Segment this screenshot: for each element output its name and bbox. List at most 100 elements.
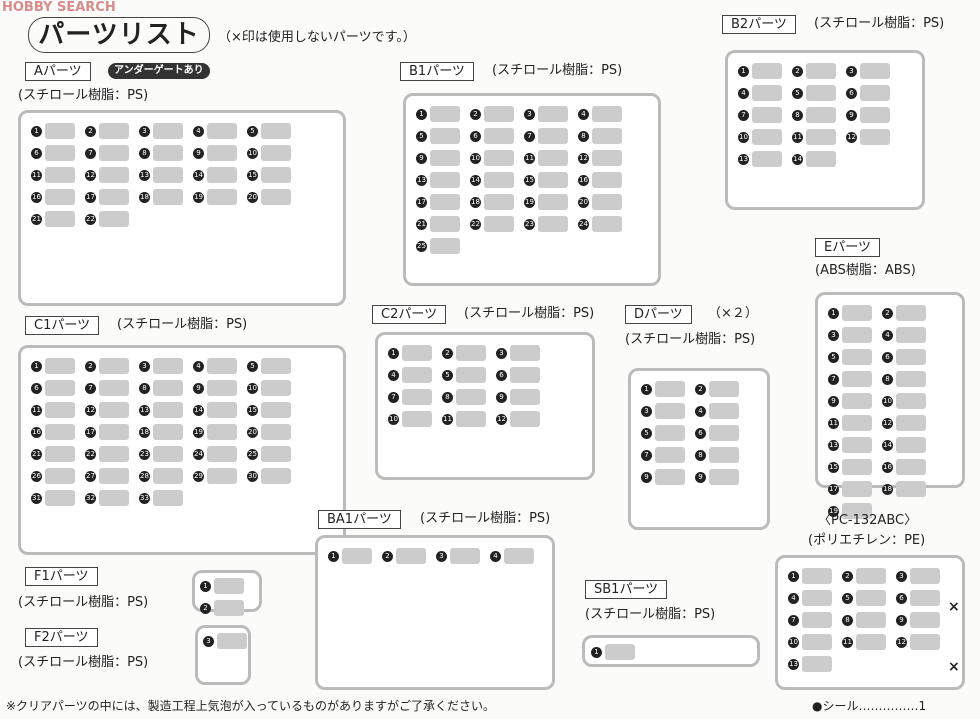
seal-count: ●シール……………1 (812, 699, 927, 713)
part-item: 7 (641, 447, 685, 463)
part-item: 8 (842, 612, 886, 628)
part-shape (402, 367, 432, 383)
part-shape (842, 349, 872, 365)
part-shape (153, 167, 183, 183)
part-number: 11 (828, 417, 839, 429)
part-number: 24 (193, 448, 204, 460)
part-shape (896, 349, 926, 365)
part-shape (99, 424, 129, 440)
part-item: 7 (388, 389, 432, 405)
part-number: 17 (85, 426, 96, 438)
part-shape (752, 151, 782, 167)
section-b2-material: (スチロール樹脂：PS) (814, 16, 945, 31)
section-b1-material: (スチロール樹脂：PS) (492, 63, 623, 78)
part-shape (430, 128, 460, 144)
part-number: 31 (31, 492, 42, 504)
part-shape (45, 380, 75, 396)
part-number: 13 (416, 174, 427, 186)
part-number: 25 (247, 448, 258, 460)
part-item: 1 (738, 63, 782, 79)
section-b1-label: B1パーツ (400, 62, 474, 81)
part-number: 16 (882, 461, 893, 473)
sprue-sb1: 1 (582, 635, 760, 667)
part-item: 3 (496, 345, 540, 361)
part-number: 9 (193, 382, 204, 394)
part-number: 9 (828, 395, 839, 407)
part-item: 2 (792, 63, 836, 79)
part-number: 6 (695, 427, 706, 439)
part-number: 2 (85, 360, 96, 372)
part-item: 14 (470, 172, 514, 188)
part-item: 9 (846, 107, 890, 123)
part-item: 16 (31, 189, 75, 205)
part-item: 12 (85, 167, 129, 183)
part-item: 1 (328, 548, 372, 564)
part-item: 22 (470, 216, 514, 232)
section-ba1-material: (スチロール樹脂：PS) (420, 511, 551, 526)
part-number: 12 (496, 413, 507, 425)
part-shape (153, 380, 183, 396)
part-number: 3 (203, 635, 214, 647)
part-number: 4 (193, 125, 204, 137)
part-number: 8 (578, 130, 589, 142)
part-number: 11 (442, 413, 453, 425)
part-shape (153, 446, 183, 462)
part-number: 2 (200, 602, 211, 614)
part-shape (484, 172, 514, 188)
part-item: 11 (442, 411, 486, 427)
part-item: 2 (85, 358, 129, 374)
part-shape (842, 503, 872, 519)
part-item: 10 (247, 380, 291, 396)
part-item: 4 (193, 358, 237, 374)
part-number: 3 (524, 108, 535, 120)
part-number: 2 (382, 550, 393, 562)
part-shape (856, 634, 886, 650)
part-number: 1 (788, 570, 799, 582)
part-item: 30 (247, 468, 291, 484)
part-number: 4 (788, 592, 799, 604)
part-shape (802, 634, 832, 650)
part-number: 20 (578, 196, 589, 208)
part-shape (655, 381, 685, 397)
part-number: 7 (788, 614, 799, 626)
part-item: 4 (788, 590, 832, 606)
part-number: 22 (85, 448, 96, 460)
section-f1-material: (スチロール樹脂：PS) (18, 595, 149, 610)
part-number: 12 (896, 636, 907, 648)
part-shape (752, 107, 782, 123)
section-f1-label: F1パーツ (25, 567, 98, 586)
part-item: 12 (578, 150, 622, 166)
part-item: 3 (139, 358, 183, 374)
part-shape (538, 194, 568, 210)
part-number: 3 (896, 570, 907, 582)
part-shape (99, 380, 129, 396)
part-shape (842, 481, 872, 497)
part-item: 2 (695, 381, 739, 397)
part-shape (842, 459, 872, 475)
part-number: 22 (85, 213, 96, 225)
part-number: 14 (792, 153, 803, 165)
part-shape (261, 402, 291, 418)
part-shape (802, 656, 832, 672)
part-number: 13 (828, 439, 839, 451)
part-item: 7 (788, 612, 832, 628)
part-number: 4 (738, 87, 749, 99)
part-shape (842, 327, 872, 343)
part-shape (456, 389, 486, 405)
part-number: 1 (31, 125, 42, 137)
part-item: 25 (416, 238, 460, 254)
part-shape (45, 358, 75, 374)
part-number: 7 (828, 373, 839, 385)
part-item: 9 (695, 469, 739, 485)
part-number: 2 (695, 383, 706, 395)
part-shape (592, 194, 622, 210)
part-number: 15 (247, 404, 258, 416)
part-item: 7 (85, 145, 129, 161)
part-shape (456, 345, 486, 361)
part-item: 1 (641, 381, 685, 397)
part-number: 11 (842, 636, 853, 648)
part-number: 2 (792, 65, 803, 77)
part-shape (45, 211, 75, 227)
